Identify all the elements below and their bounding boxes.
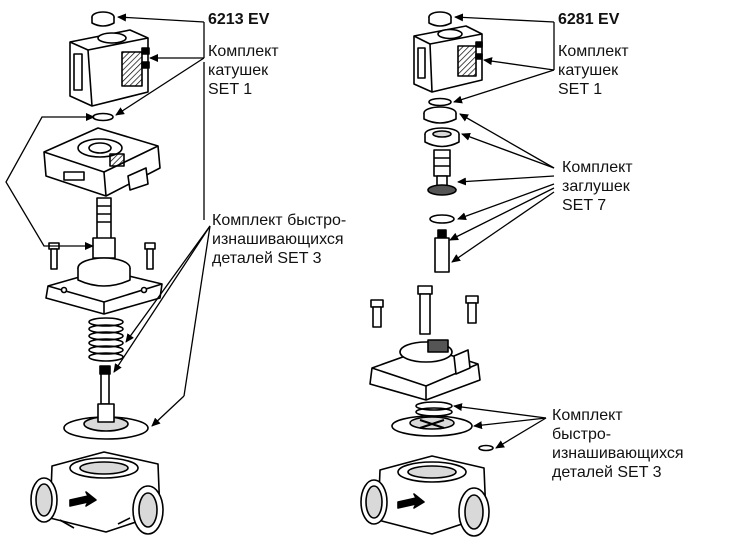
right-wear-leaders xyxy=(453,403,547,449)
left-diaphragm xyxy=(63,403,149,440)
right-nut xyxy=(428,11,452,27)
left-wear-leaders xyxy=(5,62,211,427)
right-spring xyxy=(415,401,453,417)
left-coil-leaders xyxy=(115,13,205,116)
right-o-ring-top xyxy=(428,97,452,107)
right-small-ring xyxy=(478,444,494,452)
left-spring xyxy=(88,317,124,362)
left-nut xyxy=(91,11,115,27)
left-valve-body xyxy=(30,451,164,535)
left-cover xyxy=(43,127,161,197)
right-model-title: 6281 EV xyxy=(558,11,620,28)
left-model-title: 6213 EV xyxy=(208,11,270,28)
left-base-plate xyxy=(45,257,163,315)
right-valve-body xyxy=(360,455,490,537)
left-armature-tube xyxy=(92,197,116,259)
left-o-ring xyxy=(92,112,114,122)
right-diaphragm xyxy=(391,415,473,437)
right-screws xyxy=(370,285,479,335)
right-coil xyxy=(413,25,483,93)
left-coil xyxy=(69,29,150,107)
right-nut-ring xyxy=(423,106,460,148)
right-pin xyxy=(434,229,450,273)
right-o-ring-mid xyxy=(429,214,455,224)
right-cover xyxy=(369,339,481,401)
right-plug-leaders xyxy=(449,113,555,263)
left-pin xyxy=(99,365,111,405)
right-coil-leaders xyxy=(453,13,555,104)
right-plug-tube xyxy=(427,149,457,196)
